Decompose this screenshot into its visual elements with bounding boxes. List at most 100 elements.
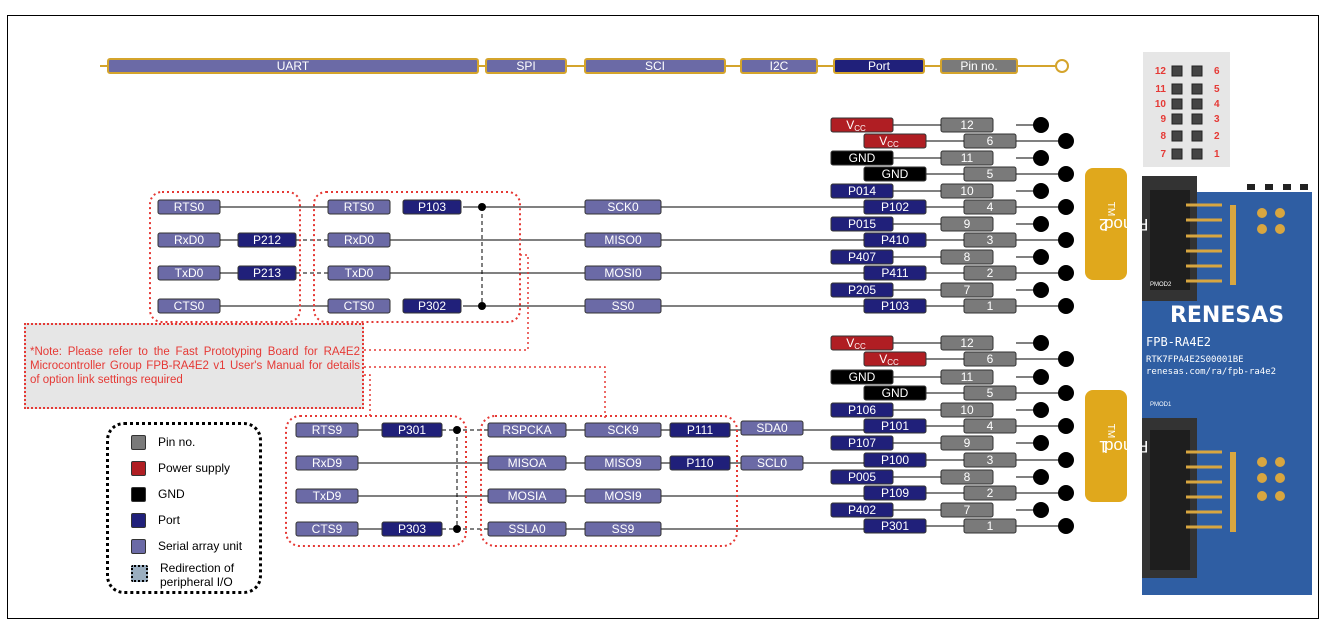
- pin-key-4: 4: [1214, 99, 1220, 110]
- legend-label: Port: [158, 513, 181, 527]
- pin-key-1: 1: [1214, 149, 1220, 160]
- port-label: P100: [881, 453, 909, 467]
- pin-numbering-key: 12 6 11 5 10 4 9 3 8 2 7 1: [1143, 52, 1230, 167]
- port-label: P301: [881, 519, 909, 533]
- pin-label: 2: [987, 486, 994, 500]
- header-port: Port: [868, 59, 891, 73]
- port-label: P102: [881, 200, 909, 214]
- diagram-frame: [7, 15, 1319, 619]
- redirect-outline: [285, 415, 467, 547]
- uart-cts9: CTS9: [312, 522, 343, 536]
- pin-label: 1: [987, 299, 994, 313]
- legend-port: Port: [131, 513, 180, 528]
- port-label: P005: [848, 470, 876, 484]
- board-image: PMOD2 PMOD1 RENESAS FPB-RA4E2 RTK7FPA4E2…: [1142, 176, 1312, 595]
- sci-mosi9: MOSI9: [604, 489, 642, 503]
- uart-txd0: TxD0: [175, 266, 204, 280]
- vcc-label: VCC: [846, 336, 866, 351]
- pin-label: 5: [987, 386, 994, 400]
- sci-miso9: MISO9: [604, 456, 642, 470]
- port-label: P101: [881, 419, 909, 433]
- port-label: P205: [848, 283, 876, 297]
- uart-txd9: TxD9: [313, 489, 342, 503]
- pin-key-6: 6: [1214, 66, 1220, 77]
- port-label: P411: [881, 266, 908, 280]
- port-label: P410: [881, 233, 909, 247]
- sci-mosi0: MOSI0: [604, 266, 642, 280]
- redirect-outline: [480, 415, 738, 547]
- sci-sck9: SCK9: [607, 423, 639, 437]
- pin-label: 9: [964, 436, 971, 450]
- port-p213: P213: [253, 266, 281, 280]
- pin-label: 10: [960, 184, 974, 198]
- pin-label: 6: [987, 134, 994, 148]
- header-uart: UART: [277, 59, 310, 73]
- pin-label: 1: [987, 519, 994, 533]
- board-part: RTK7FPA4E2S00001BE: [1146, 355, 1244, 365]
- pin-label: 4: [987, 200, 994, 214]
- vcc-label: VCC: [879, 134, 899, 149]
- port-p111: P111: [687, 423, 714, 437]
- pin-key-11: 11: [1155, 84, 1166, 95]
- header-i2c: I2C: [770, 59, 789, 73]
- uart-rxd9: RxD9: [312, 456, 342, 470]
- pin-label: 4: [987, 419, 994, 433]
- port-label: P407: [848, 250, 876, 264]
- pin-label: 8: [964, 470, 971, 484]
- pin-swatch-icon: [131, 435, 146, 450]
- pmod1-ports: VCC VCC GND GND P106 P101 P107 P100 P005…: [830, 335, 964, 534]
- sau-txd0: TxD0: [345, 266, 374, 280]
- legend-label: Pin no.: [158, 435, 196, 449]
- note-connectors: [364, 254, 606, 419]
- pin-label: 5: [987, 167, 994, 181]
- vcc-label: VCC: [846, 118, 866, 133]
- sau-rts0: RTS0: [344, 200, 375, 214]
- legend-label: Serial array unit: [158, 539, 243, 553]
- legend: Pin no. Power supply GND Port Serial arr…: [106, 422, 262, 594]
- port-p303: P303: [398, 522, 426, 536]
- gnd-label: GND: [882, 167, 909, 181]
- pmod2-ports: VCC VCC GND GND P014 P102 P015 P410 P407…: [830, 117, 964, 314]
- pin-label: 12: [960, 336, 974, 350]
- port-p301: P301: [398, 423, 426, 437]
- pin-key-7: 7: [1160, 149, 1166, 160]
- pin-label: 7: [964, 283, 971, 297]
- port-p110: P110: [686, 456, 713, 470]
- pin-label: 7: [964, 503, 971, 517]
- header-pin-no: Pin no.: [960, 59, 997, 73]
- spi-rspcka: RSPCKA: [502, 423, 551, 437]
- gnd-label: GND: [849, 370, 876, 384]
- redirect-swatch-icon: [131, 565, 148, 582]
- pin-key-12: 12: [1155, 66, 1167, 77]
- pin-label: 11: [961, 370, 974, 384]
- spi-ssla0: SSLA0: [508, 522, 546, 536]
- pin-label: 3: [987, 233, 994, 247]
- pin-key-10: 10: [1155, 99, 1167, 110]
- gnd-swatch-icon: [131, 487, 146, 502]
- power-swatch-icon: [131, 461, 146, 476]
- uart-rxd0: RxD0: [174, 233, 204, 247]
- vcc-label: VCC: [879, 352, 899, 367]
- pin-key-9: 9: [1160, 114, 1166, 125]
- pin-label: 12: [960, 118, 974, 132]
- port-p212: P212: [253, 233, 281, 247]
- legend-pin-no: Pin no.: [131, 435, 195, 450]
- pin-label: 6: [987, 352, 994, 366]
- port-label: P402: [848, 503, 876, 517]
- port-label: P107: [848, 436, 876, 450]
- board-url: renesas.com/ra/fpb-ra4e2: [1146, 367, 1276, 377]
- legend-redirect: Redirection of peripheral I/O: [131, 561, 260, 589]
- note-text: *Note: Please refer to the Fast Prototyp…: [30, 346, 360, 386]
- port-p103: P103: [418, 200, 446, 214]
- pmod1-pins: 12 6 11 5 10 4 9 3 8 2 7 1: [940, 335, 1017, 534]
- board-logo: RENESAS: [1170, 303, 1284, 328]
- pin-label: 2: [987, 266, 994, 280]
- port-label: P106: [848, 403, 876, 417]
- pin-label: 3: [987, 453, 994, 467]
- spi-misoa: MISOA: [508, 456, 547, 470]
- pmod1-group: 12 6 11 5 10 4 9 3 8 2 7 1 VCC VCC GND G…: [285, 335, 1074, 547]
- sci-miso0: MISO0: [604, 233, 642, 247]
